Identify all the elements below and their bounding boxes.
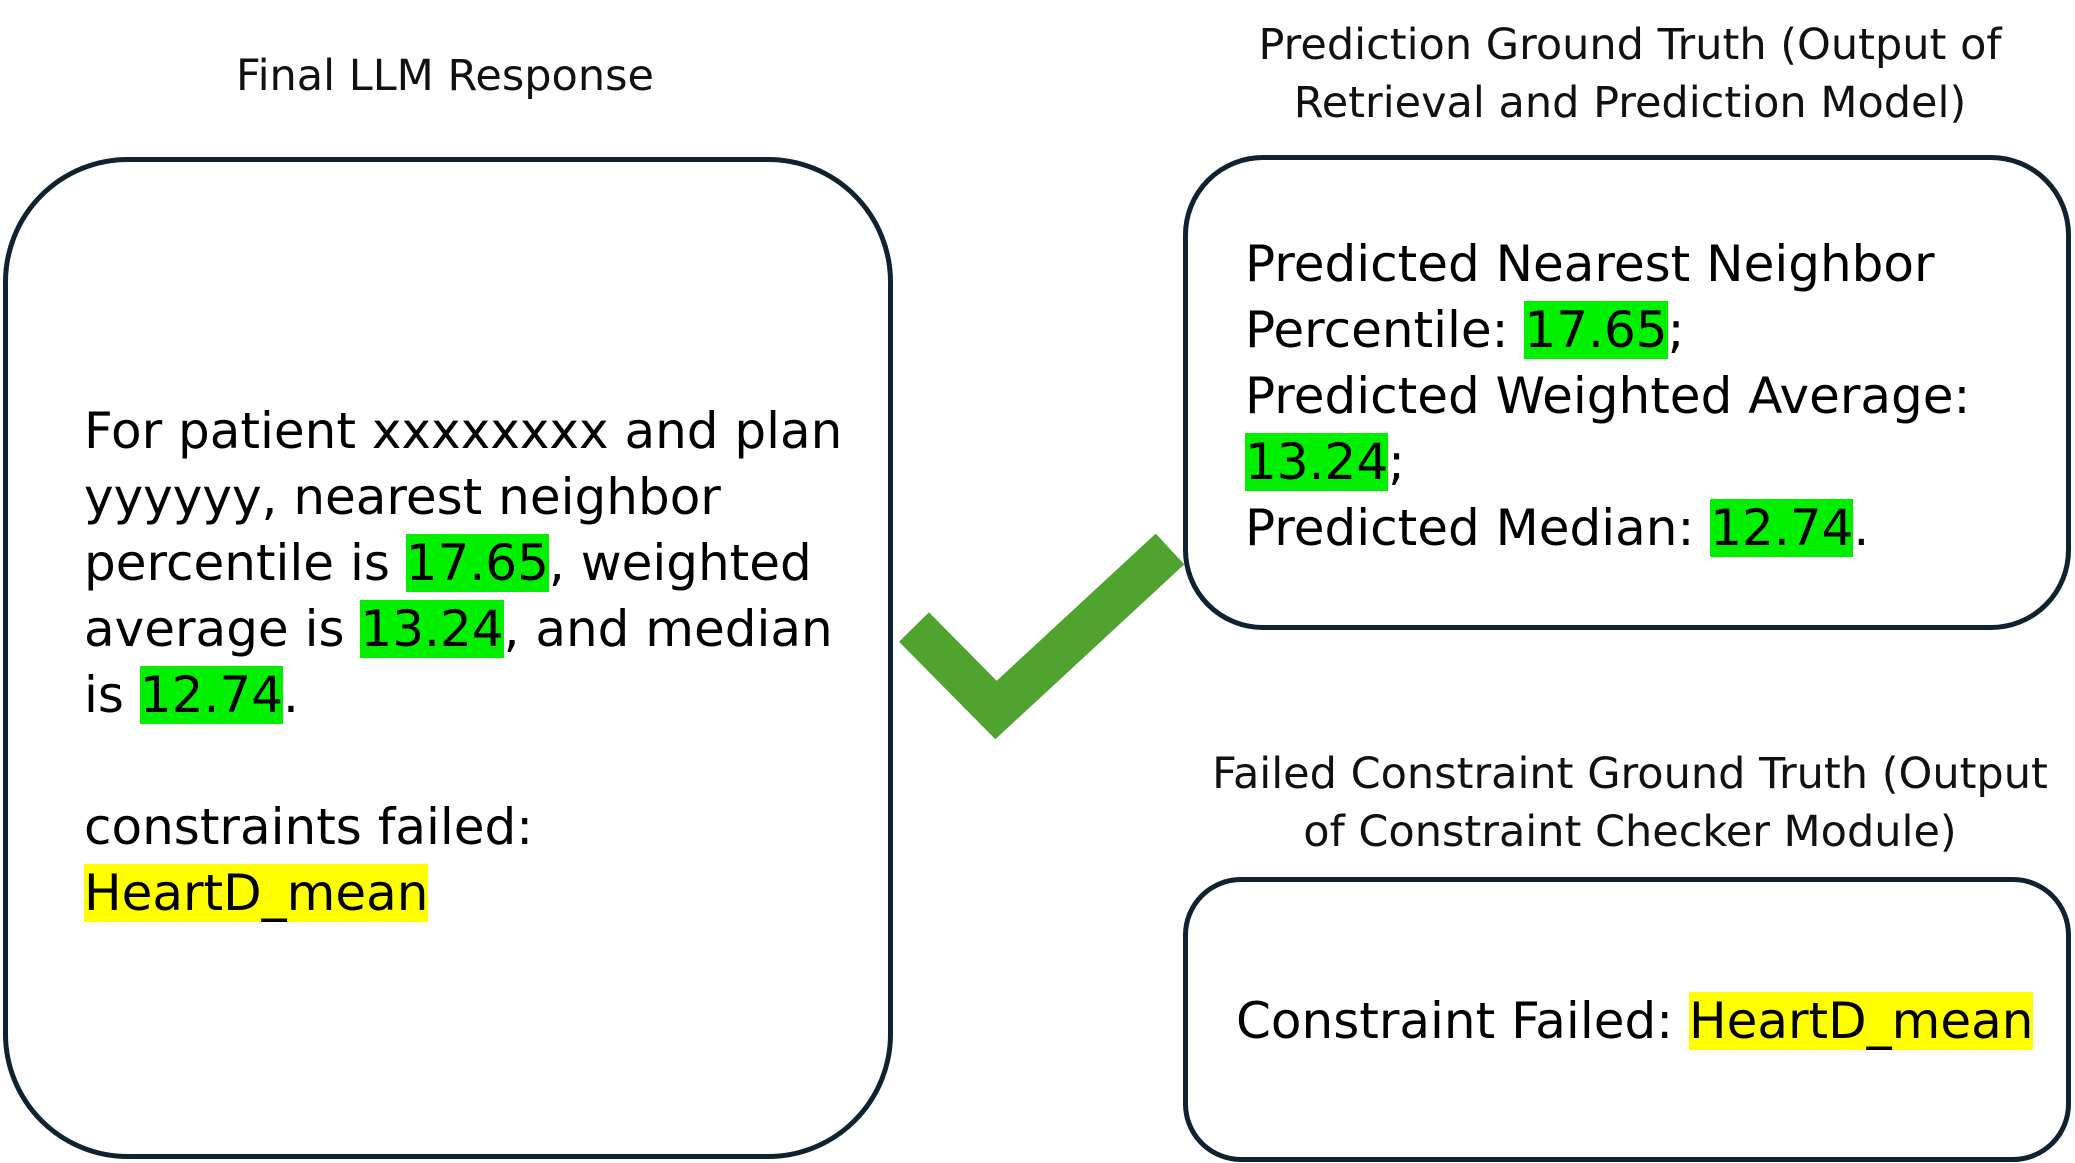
predicted-median-value: 12.74 <box>1710 499 1854 557</box>
failed-constraint-caption: Failed Constraint Ground Truth (Output o… <box>1185 745 2075 861</box>
llm-response-line-5: is 12.74. <box>84 662 842 728</box>
prediction-text: Predicted Nearest Neighbor Percentile: 1… <box>1245 231 1970 561</box>
prediction-line-1: Predicted Nearest Neighbor <box>1245 235 1935 293</box>
final-llm-response-caption-text: Final LLM Response <box>236 51 654 101</box>
prediction-caption-line-1: Prediction Ground Truth (Output of <box>1258 20 2002 70</box>
checkmark-stroke <box>899 533 1185 740</box>
constraint-caption-line-1: Failed Constraint Ground Truth (Output <box>1212 749 2048 799</box>
constraint-failed-label: Constraint Failed: <box>1236 992 1689 1050</box>
final-llm-response-box: For patient xxxxxxxx and plan yyyyyy, ne… <box>3 157 893 1159</box>
llm-constraints-line: HeartD_mean <box>84 860 842 926</box>
llm-line-4-prefix: average is <box>84 600 361 658</box>
prediction-ground-truth-caption: Prediction Ground Truth (Output of Retri… <box>1185 16 2075 132</box>
prediction-caption-line-2: Retrieval and Prediction Model) <box>1293 78 1967 128</box>
prediction-line-2-prefix: Percentile: <box>1245 301 1525 359</box>
llm-line-3-prefix: percentile is <box>84 534 406 592</box>
llm-median-value: 12.74 <box>139 666 283 724</box>
prediction-line-5-prefix: Predicted Median: <box>1245 499 1711 557</box>
final-llm-response-caption: Final LLM Response <box>0 47 890 105</box>
prediction-line-5-suffix: . <box>1853 499 1870 557</box>
prediction-line-2: Percentile: 17.65; <box>1245 297 1970 363</box>
predicted-weighted-average-value: 13.24 <box>1245 433 1389 491</box>
llm-percentile-value: 17.65 <box>405 534 549 592</box>
prediction-line-4: 13.24; <box>1245 429 1970 495</box>
failed-constraint-box: Constraint Failed: HeartD_mean <box>1183 877 2071 1162</box>
prediction-line-4-suffix: ; <box>1388 433 1405 491</box>
llm-constraints-label: constraints failed: <box>84 798 534 856</box>
prediction-line-2-suffix: ; <box>1667 301 1685 359</box>
llm-response-line-3: percentile is 17.65, weighted <box>84 530 842 596</box>
prediction-line-3: Predicted Weighted Average: <box>1245 367 1971 425</box>
prediction-ground-truth-box: Predicted Nearest Neighbor Percentile: 1… <box>1183 155 2071 630</box>
llm-weighted-average-value: 13.24 <box>360 600 504 658</box>
llm-line-3-suffix: , weighted <box>548 534 812 592</box>
llm-response-line-1: For patient xxxxxxxx and plan <box>84 402 843 460</box>
llm-constraint-value: HeartD_mean <box>84 864 429 922</box>
constraint-caption-line-2: of Constraint Checker Module) <box>1303 807 1957 857</box>
llm-line-5-suffix: . <box>282 666 299 724</box>
llm-response-text: For patient xxxxxxxx and plan yyyyyy, ne… <box>84 398 842 926</box>
llm-response-line-4: average is 13.24, and median <box>84 596 842 662</box>
constraint-failed-value: HeartD_mean <box>1688 992 2034 1050</box>
prediction-line-5: Predicted Median: 12.74. <box>1245 495 1970 561</box>
llm-line-4-suffix: , and median <box>503 600 833 658</box>
predicted-percentile-value: 17.65 <box>1524 301 1668 359</box>
constraint-text: Constraint Failed: HeartD_mean <box>1236 988 2034 1054</box>
llm-line-5-prefix: is <box>84 666 140 724</box>
llm-response-line-2: yyyyyy, nearest neighbor <box>84 468 721 526</box>
